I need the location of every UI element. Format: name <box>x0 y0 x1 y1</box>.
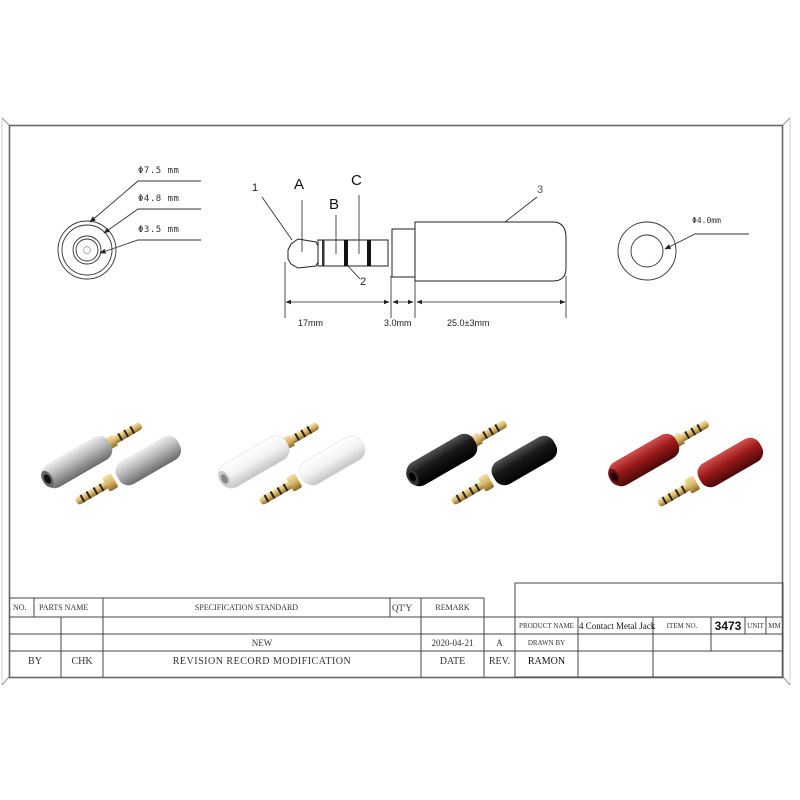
sheet-frame <box>1 117 791 686</box>
item-no-value: 3473 <box>714 619 742 633</box>
rear-view <box>617 221 749 281</box>
dim-front-inner: Φ3.5 mm <box>138 225 180 235</box>
photo-white-jack-pair <box>218 419 366 509</box>
dim-front-outer: Φ7.5 mm <box>138 166 180 176</box>
header-specification-standard: SPECIFICATION STANDARD <box>194 603 299 612</box>
revision-rev: A <box>496 638 503 648</box>
title-block-grid <box>9 582 784 678</box>
callout-contact-c: C <box>351 172 362 189</box>
product-photos <box>41 417 764 511</box>
header-qty: QT'Y <box>392 603 413 613</box>
photo-black-jack-pair <box>406 417 558 509</box>
dim-body-length: 25.0±3mm <box>447 318 490 328</box>
item-no-label: ITEM NO. <box>666 622 698 630</box>
header-remark: REMARK <box>435 603 470 612</box>
inner-hole <box>630 234 664 268</box>
dim-front-middle: Φ4.8 mm <box>138 194 180 204</box>
footer-rev: REV. <box>488 656 511 667</box>
unit-value: MM <box>768 622 781 630</box>
callout-part-3: 3 <box>537 184 544 196</box>
callout-part-1: 1 <box>252 182 259 194</box>
header-no: NO. <box>13 603 27 612</box>
outer-ring <box>57 220 117 280</box>
product-name-value: 4 Contact Metal Jack <box>579 621 656 631</box>
product-name-label: PRODUCT NAME <box>519 622 574 630</box>
drawn-by-label: DRAWN BY <box>527 639 566 647</box>
dim-plug-length: 17mm <box>298 318 324 328</box>
side-view <box>261 195 567 318</box>
dim-collar-length: 3.0mm <box>384 318 412 328</box>
middle-ring <box>61 224 113 276</box>
photo-red-jack-pair <box>608 417 764 511</box>
callout-part-2: 2 <box>360 276 367 288</box>
footer-by: BY <box>28 656 42 667</box>
callout-contact-a: A <box>294 176 305 193</box>
revision-date: 2020-04-21 <box>431 638 474 648</box>
photo-silver-jack-pair <box>41 419 182 509</box>
footer-revision-record: REVISION RECORD MODIFICATION <box>172 656 352 667</box>
inner-ring <box>72 235 102 265</box>
callout-contact-b: B <box>329 196 340 213</box>
dim-rear-hole: Φ4.0mm <box>692 216 721 225</box>
footer-date: DATE <box>439 656 466 667</box>
drawn-by-value: RAMON <box>527 656 566 667</box>
header-parts-name: PARTS NAME <box>39 603 89 612</box>
front-view <box>57 180 201 280</box>
footer-chk: CHK <box>71 656 93 667</box>
unit-label: UNIT <box>747 622 764 630</box>
revision-modification: NEW <box>251 638 273 648</box>
